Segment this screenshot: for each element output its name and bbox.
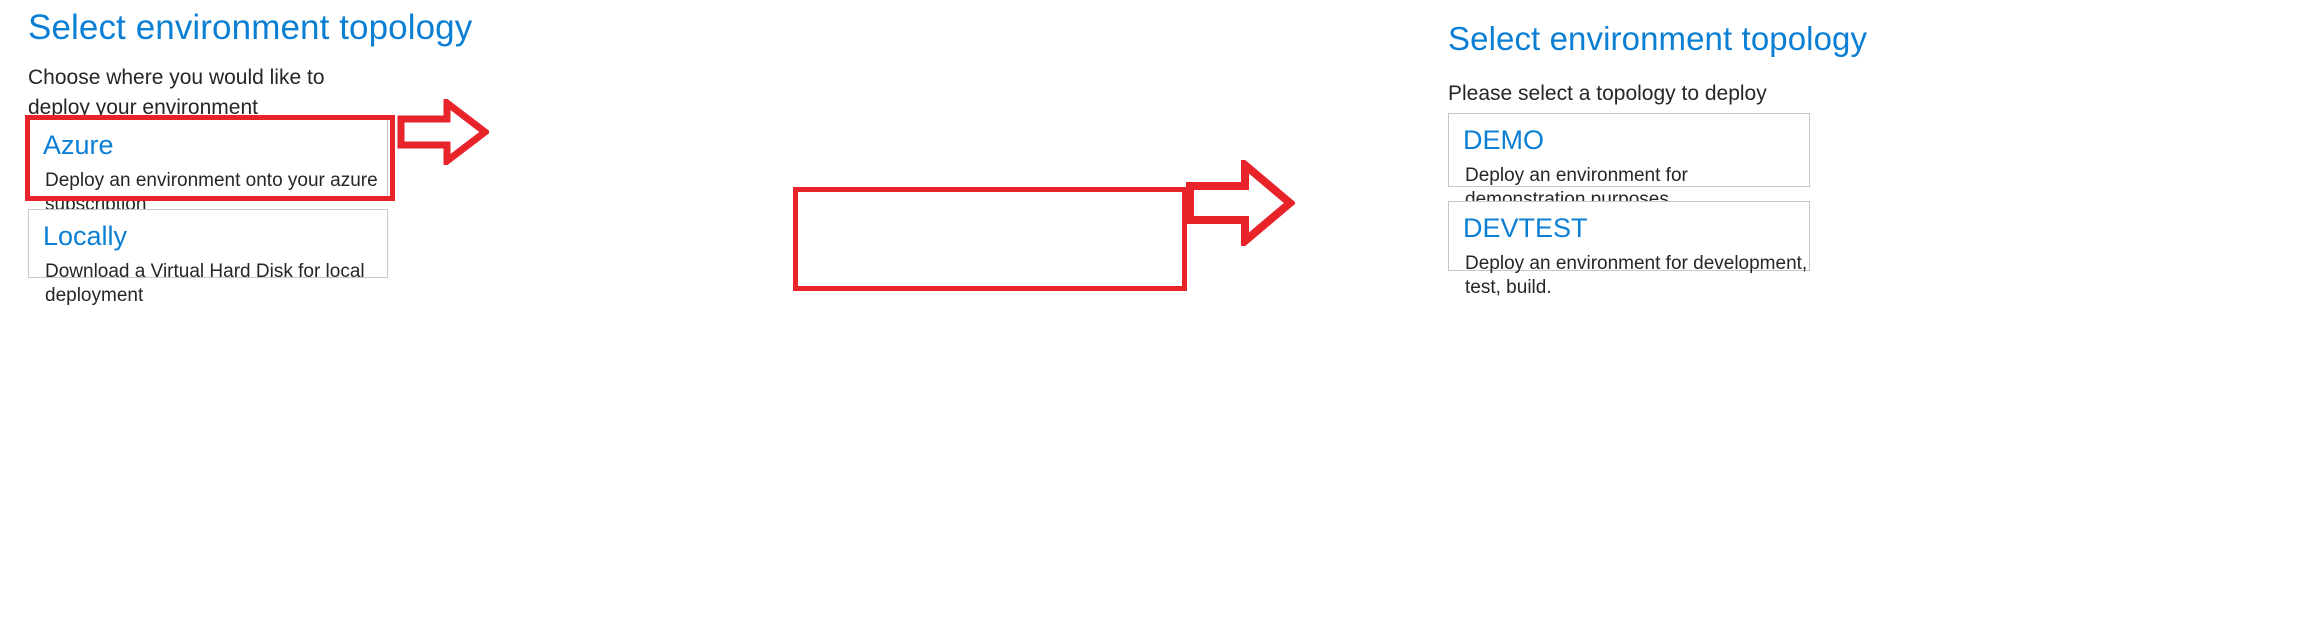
middle-page-title: Select environment topology [1448,20,1868,57]
middle-panel-select-environment-topology: Select environment topology Please selec… [640,0,1867,626]
card-description-devtest: Deploy an environment for development, t… [1465,253,1808,298]
card-title-devtest: DEVTEST [1463,213,1588,243]
topology-card-azure[interactable]: Azure Deploy an environment onto your az… [28,118,388,215]
card-description-locally: Download a Virtual Hard Disk for local d… [45,261,365,306]
left-subtitle: Choose where you would like to deploy yo… [28,66,325,119]
topology-card-devtest[interactable]: DEVTEST Deploy an environment for develo… [1448,201,1810,298]
card-title-demo: DEMO [1463,125,1544,155]
card-title-azure: Azure [43,130,114,160]
middle-subtitle: Please select a topology to deploy [1448,82,1767,105]
topology-card-demo[interactable]: DEMO Deploy an environment for demonstra… [1448,113,1810,210]
topology-card-locally[interactable]: Locally Download a Virtual Hard Disk for… [28,209,388,306]
left-page-title: Select environment topology [28,8,473,47]
left-panel-select-environment-topology: Select environment topology Choose where… [0,0,640,626]
card-title-locally: Locally [43,221,128,251]
right-panel-deploy-environment: Deploy environment Dynamics 365 for Oper… [1260,0,2322,626]
